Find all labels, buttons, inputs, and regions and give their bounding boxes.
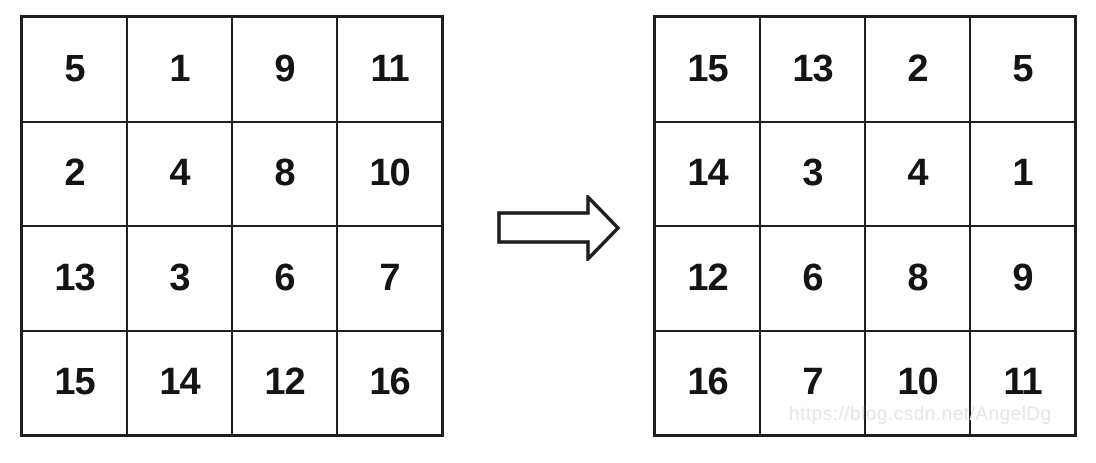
grid-cell: 13 [761,18,864,121]
grid-cell: 10 [338,122,441,225]
grid-cell: 10 [866,331,969,434]
grid-cell: 7 [338,227,441,330]
grid-cell: 3 [128,227,231,330]
grid-cell: 8 [233,122,336,225]
right-arrow-icon [497,195,621,261]
grid-cell: 15 [23,331,126,434]
grid-cell: 9 [233,18,336,121]
grid-cell: 13 [23,227,126,330]
grid-cell: 15 [656,18,759,121]
grid-cell: 12 [656,227,759,330]
grid-cell: 2 [23,122,126,225]
grid-cell: 5 [23,18,126,121]
grid-cell: 8 [866,227,969,330]
grid-cell: 7 [761,331,864,434]
grid-cell: 11 [971,331,1074,434]
grid-cell: 4 [128,122,231,225]
grid-cell: 14 [128,331,231,434]
grid-cell: 1 [128,18,231,121]
grid-cell: 6 [761,227,864,330]
grid-cell: 2 [866,18,969,121]
grid-cell: 16 [656,331,759,434]
grid-cell: 6 [233,227,336,330]
grid-cell: 16 [338,331,441,434]
grid-cell: 11 [338,18,441,121]
grid-cell: 3 [761,122,864,225]
grid-cell: 12 [233,331,336,434]
grid-cell: 14 [656,122,759,225]
grid-cell: 9 [971,227,1074,330]
grid-cell: 5 [971,18,1074,121]
grid-cell: 1 [971,122,1074,225]
grid-cell: 4 [866,122,969,225]
